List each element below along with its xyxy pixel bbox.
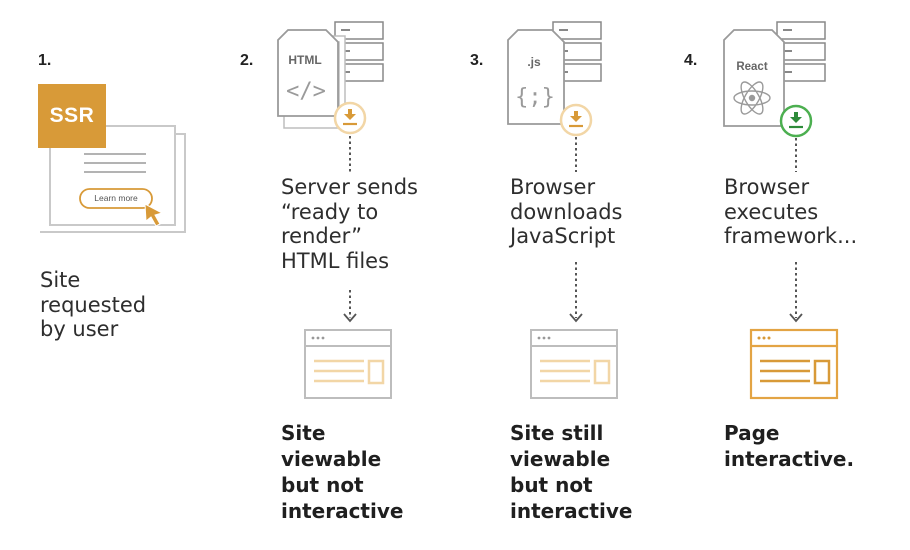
server-stack-icon-4 — [776, 21, 826, 82]
step-4-number: 4. — [684, 52, 698, 69]
learn-more-label: Learn more — [94, 193, 138, 203]
download-icon-4 — [779, 104, 813, 138]
step-4-description: Browser executes framework... — [724, 175, 858, 248]
step-3-result: Site still viewable but not interactive — [510, 421, 633, 523]
step-4-result: Page interactive. — [724, 421, 855, 471]
site-page-card: Learn more — [40, 125, 186, 233]
react-document-icon: React — [723, 29, 785, 127]
download-icon-2 — [333, 101, 367, 135]
js-doc-label: .js — [527, 55, 541, 69]
react-atom-icon — [733, 81, 771, 115]
step-2-result: Site viewable but not interactive — [281, 421, 404, 523]
browser-window-icon-4 — [749, 328, 839, 400]
browser-window-icon-3 — [530, 329, 618, 399]
browser-window-icon-2 — [304, 329, 392, 399]
js-document-icon: .js {;} — [507, 29, 565, 125]
step-3-number: 3. — [470, 52, 484, 69]
step-1-description: Site requested by user — [40, 268, 147, 341]
cursor-arrow-icon — [144, 203, 164, 227]
download-icon-3 — [559, 103, 593, 137]
step-3-description: Browser downloads JavaScript — [510, 175, 623, 248]
learn-more-button — [79, 188, 153, 209]
step-2-number: 2. — [240, 52, 254, 69]
html-doc-label: HTML — [288, 53, 321, 67]
server-stack-icon-2 — [334, 21, 384, 82]
html-document-icon: HTML </> — [277, 29, 346, 129]
js-doc-glyph: {;} — [515, 85, 555, 110]
html-doc-glyph: </> — [286, 79, 326, 104]
step-1-number: 1. — [38, 52, 52, 69]
ssr-badge: SSR — [38, 84, 106, 148]
react-doc-label: React — [736, 61, 767, 73]
step-2-description: Server sends “ready to render” HTML file… — [281, 175, 418, 273]
